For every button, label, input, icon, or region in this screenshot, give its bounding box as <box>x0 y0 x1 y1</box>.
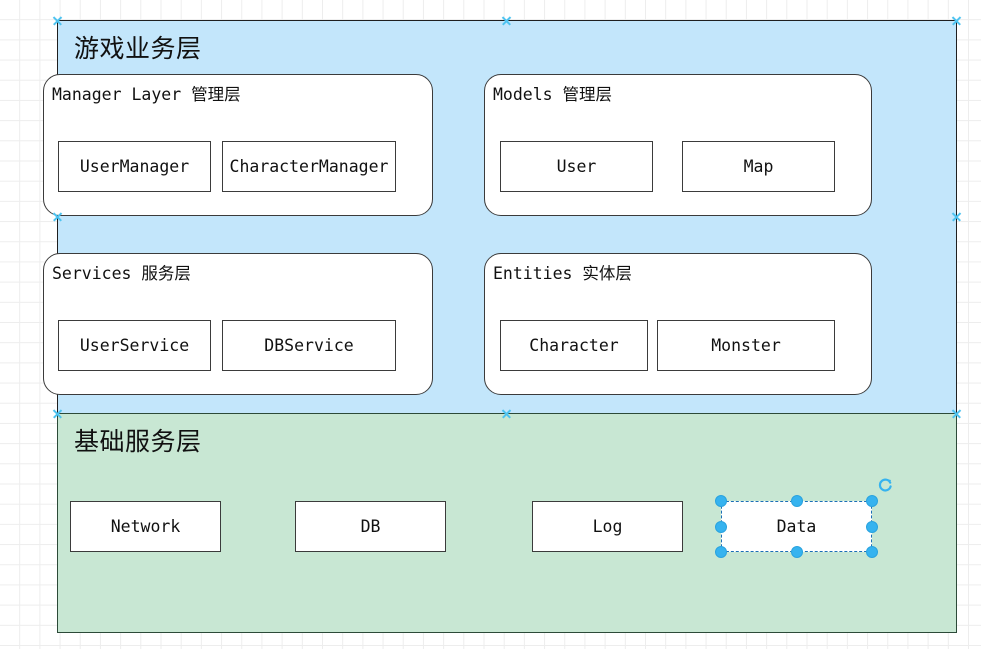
item-label: Map <box>743 157 774 176</box>
item-label: DBService <box>264 336 354 355</box>
item-box-data[interactable]: Data <box>721 501 872 552</box>
item-label: CharacterManager <box>229 157 389 176</box>
item-box-dbservice[interactable]: DBService <box>222 320 396 371</box>
resize-handle-middle-left[interactable] <box>715 520 727 533</box>
group-models[interactable]: Models 管理层 User Map <box>484 74 872 216</box>
item-box-map[interactable]: Map <box>682 141 835 192</box>
resize-handle-top-right[interactable] <box>866 495 878 507</box>
group-title-manager-layer: Manager Layer 管理层 <box>52 85 241 104</box>
group-manager-layer[interactable]: Manager Layer 管理层 UserManager CharacterM… <box>43 74 433 216</box>
item-label: UserManager <box>79 157 190 176</box>
item-label: DB <box>360 517 381 536</box>
layer-title-infrastructure: 基础服务层 <box>74 427 202 456</box>
rotate-icon[interactable] <box>876 476 894 494</box>
layer-infrastructure[interactable]: 基础服务层 Network DB Log Data <box>57 413 957 633</box>
group-title-models: Models 管理层 <box>493 85 613 104</box>
resize-handle-bottom-left[interactable] <box>715 546 727 558</box>
item-box-usermanager[interactable]: UserManager <box>58 141 211 192</box>
item-box-charactermanager[interactable]: CharacterManager <box>222 141 396 192</box>
layer-title-business: 游戏业务层 <box>74 34 202 63</box>
group-title-entities: Entities 实体层 <box>493 264 632 283</box>
group-entities[interactable]: Entities 实体层 Character Monster <box>484 253 872 395</box>
item-label: UserService <box>79 336 190 355</box>
layer-game-business[interactable]: 游戏业务层 Manager Layer 管理层 UserManager Char… <box>43 20 957 414</box>
resize-handle-top-center[interactable] <box>790 495 803 507</box>
resize-handle-middle-right[interactable] <box>866 520 878 533</box>
resize-handle-top-left[interactable] <box>715 495 727 507</box>
item-label: Monster <box>711 336 781 355</box>
resize-handle-bottom-right[interactable] <box>866 546 878 558</box>
resize-handle-bottom-center[interactable] <box>790 546 803 558</box>
item-label: User <box>556 157 597 176</box>
item-box-user[interactable]: User <box>500 141 653 192</box>
item-label: Character <box>529 336 619 355</box>
group-services[interactable]: Services 服务层 UserService DBService <box>43 253 433 395</box>
item-label: Data <box>776 517 817 536</box>
item-box-monster[interactable]: Monster <box>657 320 835 371</box>
item-box-log[interactable]: Log <box>532 501 683 552</box>
item-box-character[interactable]: Character <box>500 320 648 371</box>
item-box-network[interactable]: Network <box>70 501 221 552</box>
item-label: Log <box>592 517 623 536</box>
group-title-services: Services 服务层 <box>52 264 191 283</box>
item-box-db[interactable]: DB <box>295 501 446 552</box>
item-label: Network <box>110 517 181 536</box>
item-box-userservice[interactable]: UserService <box>58 320 211 371</box>
